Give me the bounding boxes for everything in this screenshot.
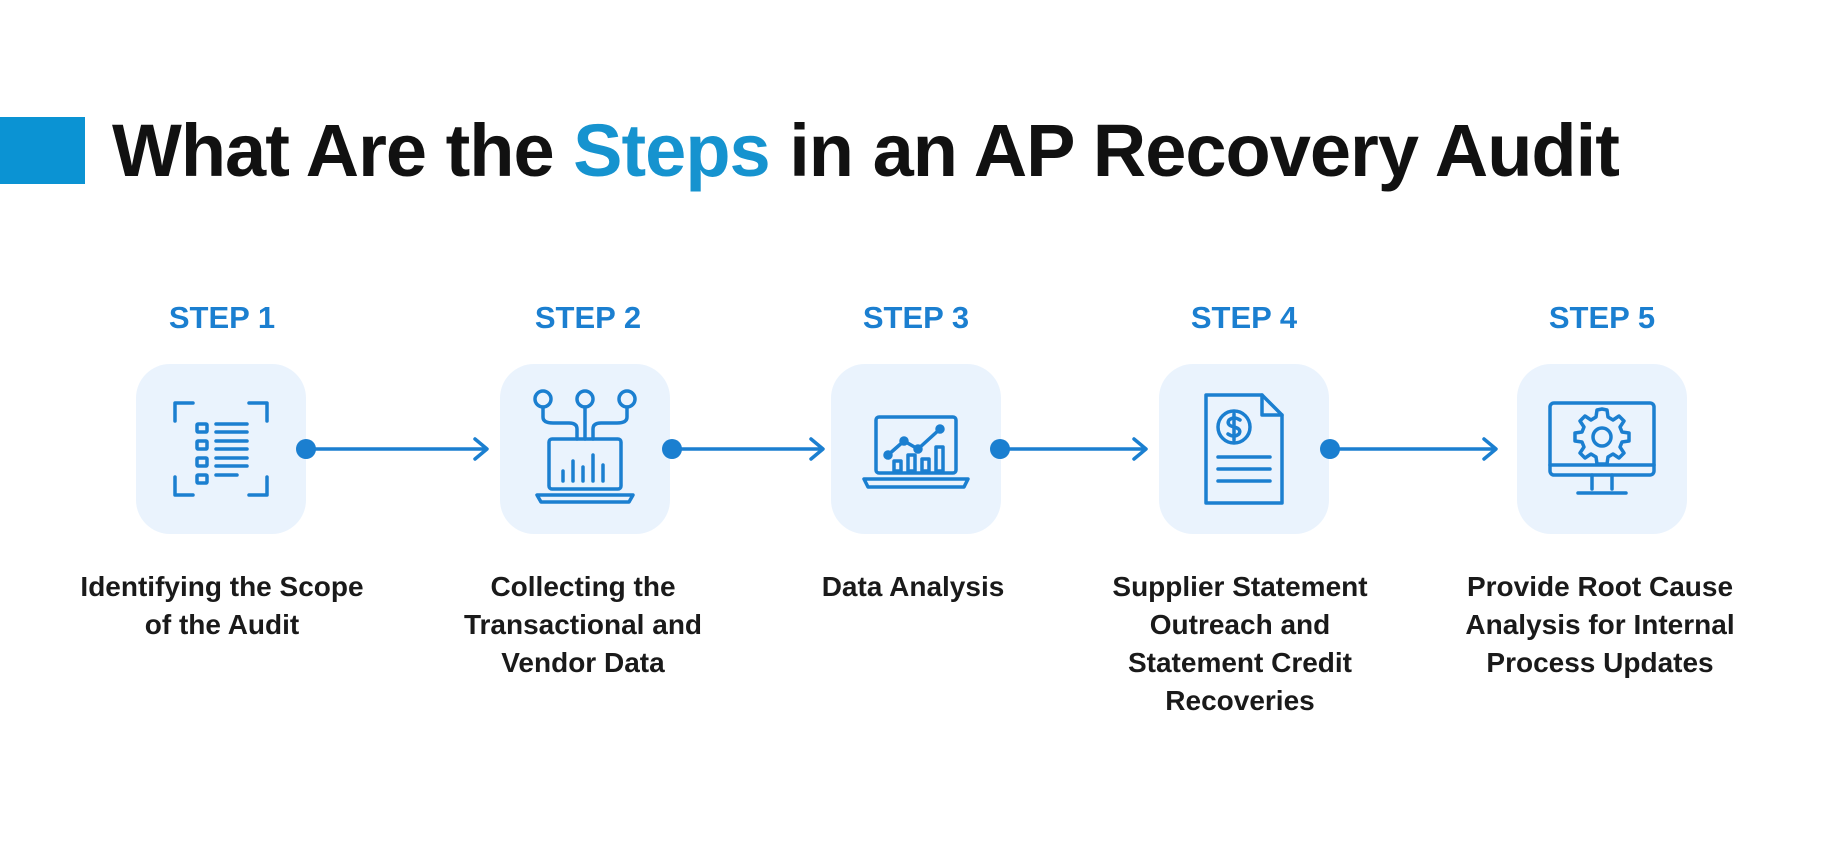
document-scan-icon xyxy=(173,401,269,497)
step-2-icon-box xyxy=(500,364,670,534)
step-connector-arrow-3 xyxy=(990,437,1148,461)
step-3-label: STEP 3 xyxy=(862,300,970,335)
step-4-label: STEP 4 xyxy=(1190,300,1298,335)
step-2-label: STEP 2 xyxy=(534,300,642,335)
step-2-description: Collecting the Transactional and Vendor … xyxy=(463,571,703,678)
title-accent-word: Steps xyxy=(573,109,771,192)
step-connector-arrow-1 xyxy=(296,437,489,461)
laptop-chart-icon xyxy=(862,415,970,489)
step-5-icon-box xyxy=(1517,364,1687,534)
step-3-icon-box xyxy=(831,364,1001,534)
step-connector-arrow-2 xyxy=(662,437,825,461)
step-5-label: STEP 5 xyxy=(1548,300,1656,335)
monitor-gear-icon xyxy=(1548,401,1656,495)
step-1-description: Identifying the Scope of the Audit xyxy=(80,571,364,640)
step-1-icon-box xyxy=(136,364,306,534)
step-1-label: STEP 1 xyxy=(168,300,276,335)
title-accent-bar xyxy=(0,117,85,184)
title-part-1: What Are the xyxy=(112,109,574,192)
dollar-document-icon xyxy=(1204,393,1284,505)
step-3-description: Data Analysis xyxy=(821,571,1005,602)
step-4-icon-box xyxy=(1159,364,1329,534)
laptop-data-network-icon xyxy=(533,389,637,504)
step-connector-arrow-4 xyxy=(1320,437,1498,461)
title-part-2: in an AP Recovery Audit xyxy=(769,109,1620,192)
step-5-description: Provide Root Cause Analysis for Internal… xyxy=(1465,571,1735,678)
step-4-description: Supplier Statement Outreach and Statemen… xyxy=(1112,571,1368,716)
page-title: What Are the Steps in an AP Recovery Aud… xyxy=(112,106,1620,196)
